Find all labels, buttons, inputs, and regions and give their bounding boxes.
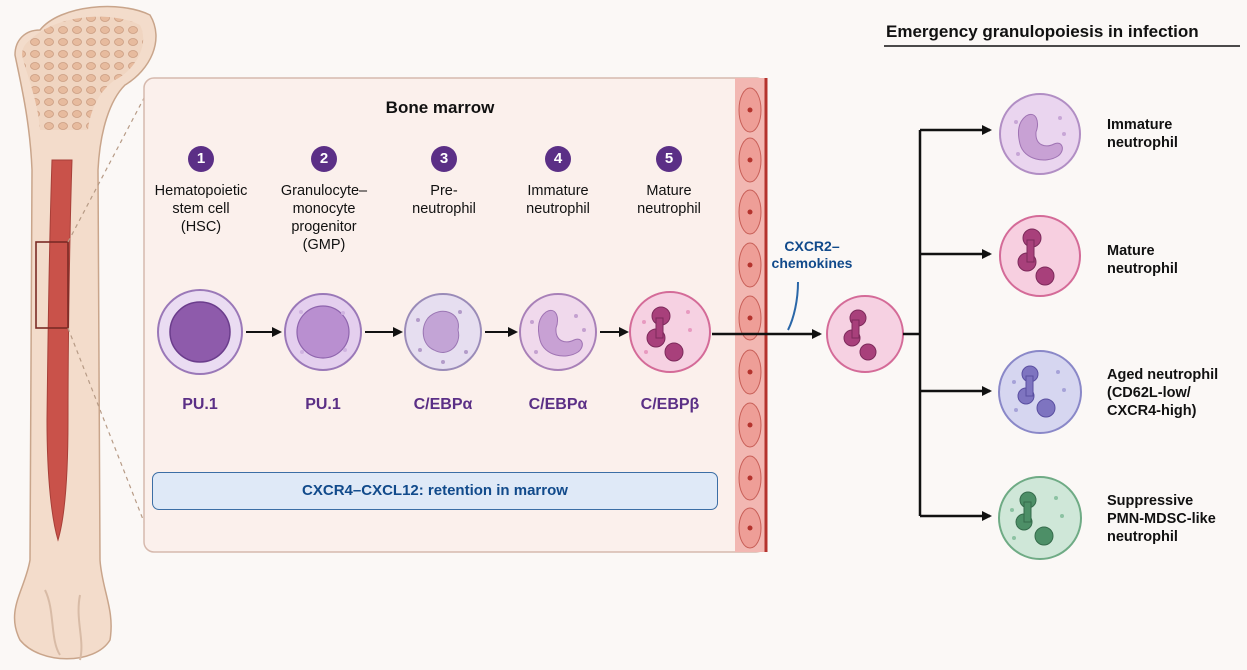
right-title: Emergency granulopoiesis in infection [886, 22, 1199, 41]
tf-immature-neutrophil: C/EBPα [528, 396, 588, 413]
retention-banner: CXCR4–CXCL12: retention in marrow [152, 472, 718, 510]
outcome-label-line: neutrophil [1107, 261, 1178, 277]
zoom-box [35, 241, 69, 329]
spongy-bone-head [22, 16, 144, 130]
stage-name-line: neutrophil [637, 201, 701, 217]
tf-mature-neutrophil: C/EBPβ [640, 396, 700, 413]
stage-name-line: neutrophil [526, 201, 590, 217]
outcome-label-mature: Mature neutrophil [1107, 242, 1247, 278]
cell-gmp [284, 293, 362, 371]
zoom-line-bottom [67, 327, 145, 523]
outcome-label-line: Aged neutrophil [1107, 367, 1219, 383]
stage-number-5: 5 [656, 146, 682, 172]
stage-name-line: (GMP) [302, 237, 346, 253]
stage-name-line: Hematopoietic [154, 183, 248, 199]
marrow-cavity [46, 159, 73, 542]
outcome-cell-suppressive [998, 476, 1082, 560]
chemokine-pointer [787, 281, 799, 331]
tf-pre-neutrophil: C/EBPα [413, 396, 473, 413]
stage-name-immature-neutrophil: Immature neutrophil [488, 182, 628, 218]
outcome-cell-mature [999, 215, 1081, 297]
chemokine-label: CXCR2– chemokines [757, 238, 867, 272]
femur-bone [13, 5, 157, 661]
outcome-cell-aged [998, 350, 1082, 434]
stage-name-line: neutrophil [412, 201, 476, 217]
stage-number-4: 4 [545, 146, 571, 172]
stage-name-gmp: Granulocyte– monocyte progenitor (GMP) [254, 182, 394, 254]
stage-name-line: stem cell [172, 201, 230, 217]
stage-name-pre-neutrophil: Pre- neutrophil [374, 182, 514, 218]
tf-hsc: PU.1 [182, 396, 218, 413]
tf-gmp: PU.1 [305, 396, 341, 413]
stage-name-line: (HSC) [180, 219, 222, 235]
outcome-label-line: PMN-MDSC-like [1107, 511, 1216, 527]
marrow-title: Bone marrow [385, 98, 495, 117]
stage-number-3: 3 [431, 146, 457, 172]
cell-immature-neutrophil [519, 293, 597, 371]
blood-vessel-wall [735, 78, 768, 552]
cell-hsc [157, 289, 243, 375]
zoom-line-top [67, 97, 145, 243]
outcome-label-line: Immature [1107, 117, 1173, 133]
stage-name-line: Granulocyte– [280, 183, 368, 199]
outcome-label-line: CXCR4-high) [1107, 403, 1197, 419]
outcome-label-line: (CD62L-low/ [1107, 385, 1191, 401]
cell-mature-neutrophil [629, 291, 711, 373]
outcome-label-aged: Aged neutrophil (CD62L-low/ CXCR4-high) [1107, 366, 1247, 420]
outcome-label-line: Mature [1107, 243, 1155, 259]
stage-name-line: Mature [646, 183, 692, 199]
outcome-cell-immature [999, 93, 1081, 175]
stage-name-line: Immature [527, 183, 589, 199]
stage-name-mature-neutrophil: Mature neutrophil [599, 182, 739, 218]
outcome-label-line: Suppressive [1107, 493, 1194, 509]
outcome-label-line: neutrophil [1107, 135, 1178, 151]
stage-name-line: monocyte [292, 201, 356, 217]
cell-pre-neutrophil [404, 293, 482, 371]
outcome-label-suppressive: Suppressive PMN-MDSC-like neutrophil [1107, 492, 1247, 546]
branch-tree [903, 125, 992, 521]
chemokine-label-line: chemokines [771, 255, 853, 271]
outcome-label-line: neutrophil [1107, 529, 1178, 545]
stage-name-hsc: Hematopoietic stem cell (HSC) [131, 182, 271, 236]
outcome-label-immature: Immature neutrophil [1107, 116, 1247, 152]
chemokine-label-line: CXCR2– [784, 238, 840, 254]
stage-number-1: 1 [188, 146, 214, 172]
stage-name-line: progenitor [291, 219, 357, 235]
stage-number-2: 2 [311, 146, 337, 172]
stage-name-line: Pre- [430, 183, 458, 199]
